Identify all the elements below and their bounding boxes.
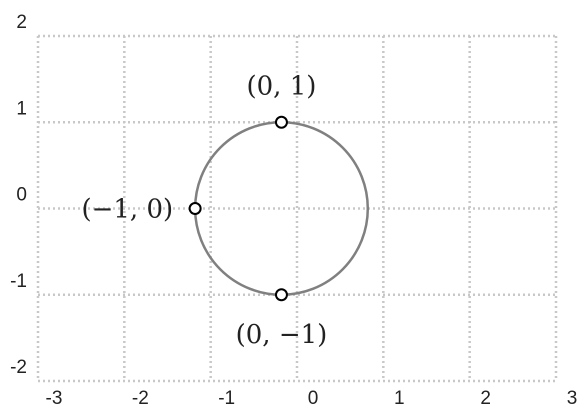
unit-circle-layer [193, 121, 370, 296]
x-tick-label: -1 [218, 388, 235, 409]
unit-circle [193, 121, 370, 296]
point-marker [274, 288, 288, 302]
y-tick-label: 2 [16, 12, 27, 33]
point-label: (0, 1) [247, 71, 317, 101]
y-tick-label: -2 [10, 357, 27, 378]
x-tick-label: 0 [308, 388, 319, 409]
point-label: (−1, 0) [81, 195, 173, 225]
y-axis-ticks: 2 1 0 -1 -2 [10, 12, 27, 378]
x-tick-label: 1 [394, 388, 405, 409]
x-axis-ticks: -3 -2 -1 0 1 2 3 [46, 388, 578, 409]
x-tick-label: 2 [480, 388, 491, 409]
y-tick-label: -1 [10, 271, 27, 292]
y-tick-label: 0 [16, 185, 27, 206]
x-tick-label: -2 [132, 388, 149, 409]
y-tick-label: 1 [16, 98, 27, 119]
x-tick-label: -3 [46, 388, 63, 409]
points-layer: (0, 1) (−1, 0) (0, −1) [81, 71, 327, 350]
point-marker [274, 115, 288, 129]
x-tick-label: 3 [567, 388, 578, 409]
grid [36, 34, 558, 383]
point-marker [188, 202, 202, 215]
point-label: (0, −1) [236, 320, 328, 350]
